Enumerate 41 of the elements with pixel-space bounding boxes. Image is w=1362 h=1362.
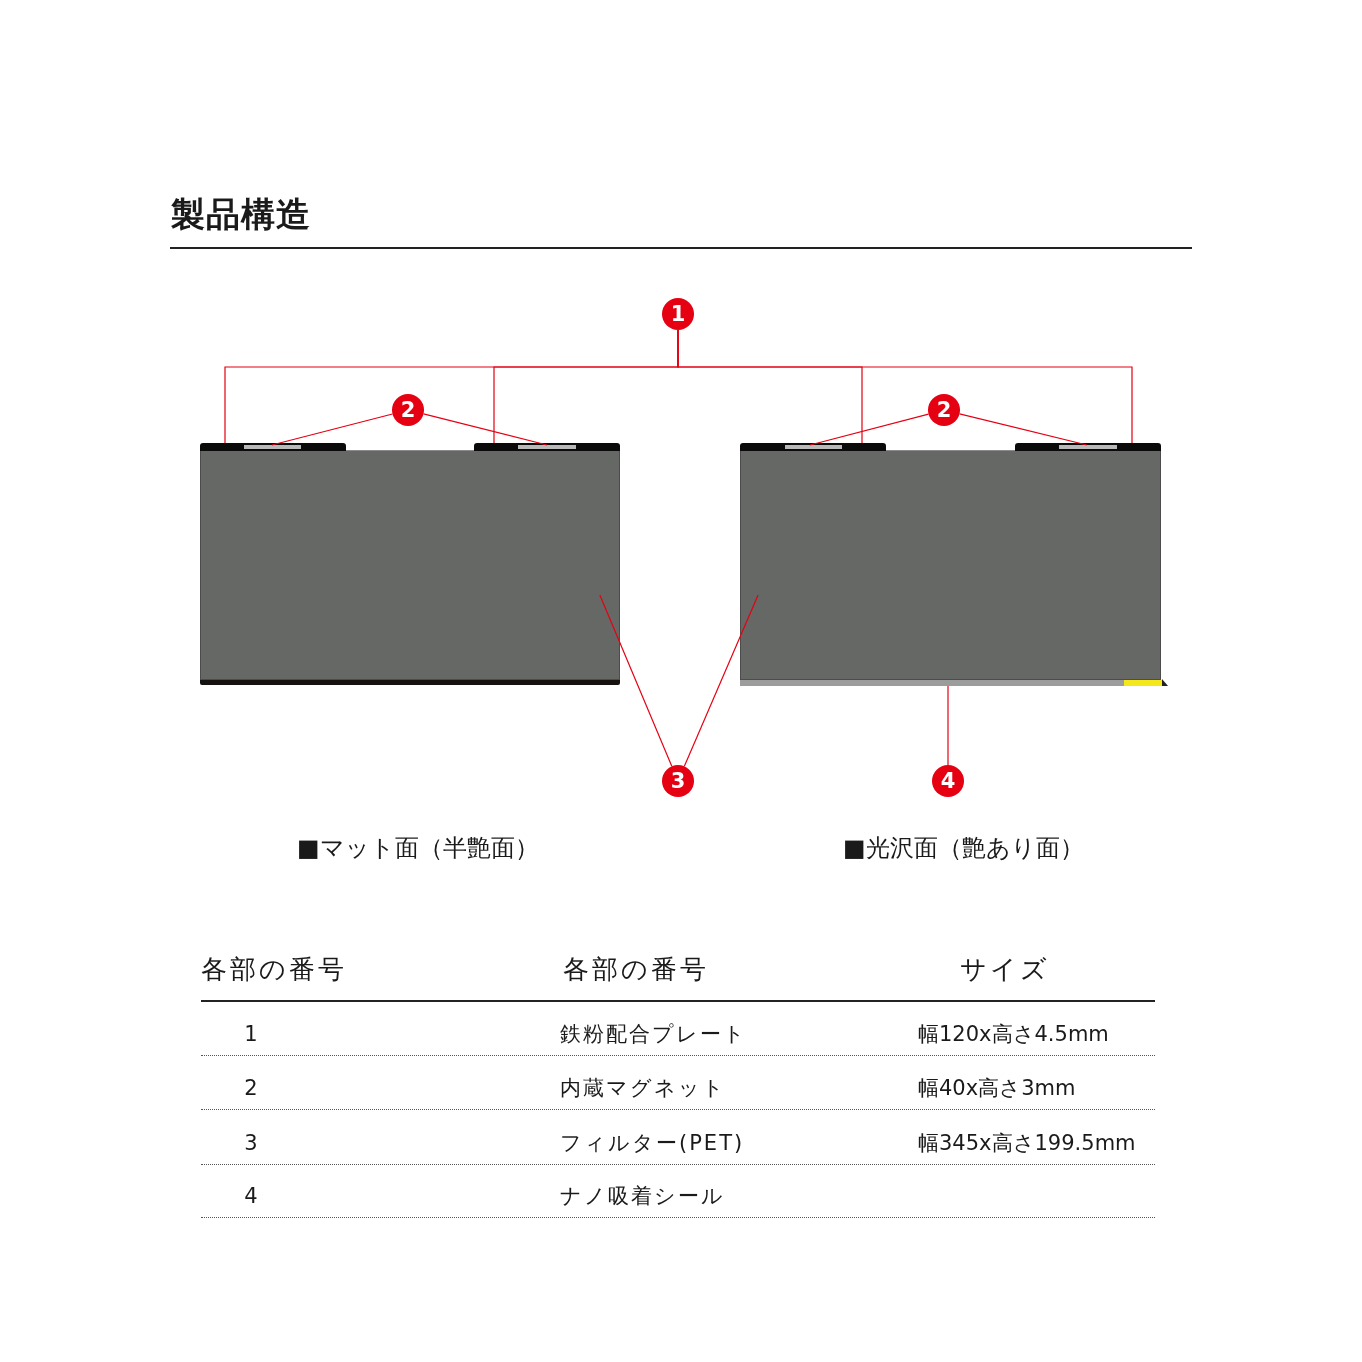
plate-strip [740, 443, 886, 451]
leader-line [947, 685, 949, 766]
leader-line [599, 594, 673, 767]
part-number: 3 [244, 1129, 258, 1157]
leader-line [683, 594, 759, 767]
leader-line [958, 413, 1088, 446]
panel-caption: ■マット面（半艶面） [297, 832, 539, 864]
part-name: 鉄粉配合プレート [560, 1020, 747, 1048]
filter-panel [740, 450, 1161, 680]
callout-number: 4 [932, 765, 964, 797]
callout-number: 2 [928, 394, 960, 426]
leader-line [809, 413, 930, 446]
column-header: サイズ [960, 953, 1050, 986]
part-name: フィルター(PET) [560, 1129, 745, 1157]
filter-panel [200, 450, 620, 680]
callout-number: 1 [662, 298, 694, 330]
panel-caption: ■光沢面（艶あり面） [843, 832, 1084, 864]
column-header: 各部の番号 [201, 953, 347, 986]
magnet-bar [244, 445, 301, 449]
part-name: ナノ吸着シール [560, 1182, 725, 1210]
part-name: 内蔵マグネット [560, 1074, 726, 1102]
callout-number: 3 [662, 765, 694, 797]
leader-line [271, 413, 394, 446]
part-number: 1 [244, 1020, 258, 1048]
callout-number: 2 [392, 394, 424, 426]
magnet-bar [518, 445, 576, 449]
column-header: 各部の番号 [563, 953, 709, 986]
size-value: 幅345x高さ199.5mm [918, 1129, 1136, 1157]
plate-strip [1015, 443, 1161, 451]
plate-strip [200, 443, 346, 451]
leader-line [422, 413, 548, 446]
magnet-bar [1059, 445, 1117, 449]
leader-line [677, 329, 1133, 444]
part-number: 2 [244, 1074, 258, 1102]
plate-strip [474, 443, 620, 451]
seal-strip [740, 680, 1124, 686]
magnet-bar [785, 445, 842, 449]
size-value: 幅120x高さ4.5mm [918, 1020, 1109, 1048]
diagram-title: 製品構造 [171, 193, 311, 236]
part-number: 4 [244, 1182, 258, 1210]
size-value: 幅40x高さ3mm [918, 1074, 1076, 1102]
